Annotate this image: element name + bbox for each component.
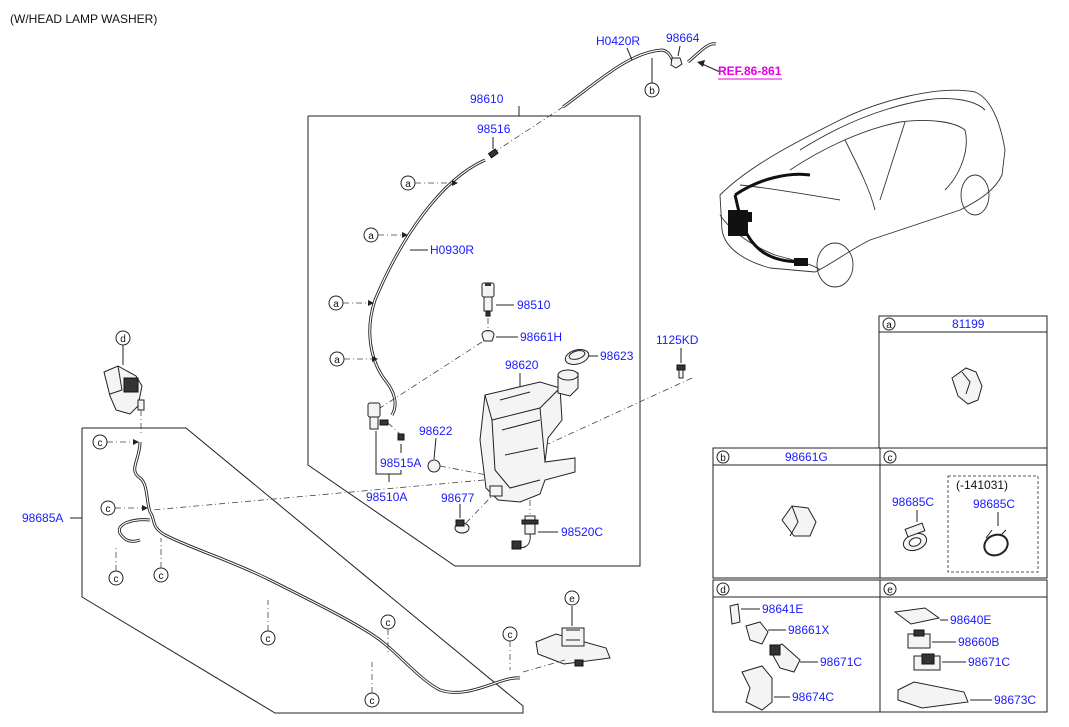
legend-box-b: b 98661G <box>712 447 881 579</box>
label-98685A[interactable]: 98685A <box>22 511 63 525</box>
label-98520C[interactable]: 98520C <box>561 525 603 539</box>
legend-box-e: e 98640E 98660B 98671C 98673C <box>879 579 1048 713</box>
legend-c-part-1[interactable]: 98685C <box>892 495 934 509</box>
tank-group-frame <box>307 115 641 567</box>
grommet-98515A <box>397 433 405 441</box>
hose-h0930r <box>368 158 486 416</box>
svg-text:c: c <box>266 634 271 645</box>
callout-a-2: a <box>363 227 408 243</box>
hose-98685A <box>133 441 521 694</box>
legend-box-c: c 98685C (-141031) 98685C <box>879 447 1048 579</box>
sensor-98520C <box>511 515 539 550</box>
legend-c-note: (-141031) <box>956 478 1008 492</box>
svg-text:b: b <box>649 86 655 97</box>
svg-text:a: a <box>368 231 374 242</box>
legend-e-part-4[interactable]: 98673C <box>994 693 1036 707</box>
callout-d <box>115 330 131 346</box>
callout-c-4: c <box>153 538 169 583</box>
callout-c-3: c <box>108 545 124 586</box>
svg-text:c: c <box>508 630 513 641</box>
legend-c-part-2[interactable]: 98685C <box>973 497 1015 511</box>
hose-h0420r <box>562 48 676 109</box>
label-98620[interactable]: 98620 <box>505 358 539 372</box>
pump-98510A <box>367 402 389 430</box>
svg-text:c: c <box>370 696 375 707</box>
cap-98623 <box>564 349 590 365</box>
vehicle-washer-highlight <box>728 172 811 266</box>
svg-text:c: c <box>386 618 391 629</box>
bolt-1125KD <box>676 364 686 379</box>
plug-98622 <box>427 459 441 473</box>
label-98515A[interactable]: 98515A <box>380 456 421 470</box>
legend-d-part-1[interactable]: 98641E <box>762 602 803 616</box>
callout-a-4: a <box>329 351 378 367</box>
svg-text:c: c <box>106 504 111 515</box>
svg-text:e: e <box>569 594 575 605</box>
svg-text:e: e <box>887 585 893 596</box>
svg-text:c: c <box>98 438 103 449</box>
label-H0420R[interactable]: H0420R <box>596 34 640 48</box>
vehicle-illustration <box>719 89 1006 288</box>
legend-b-part[interactable]: 98661G <box>785 450 828 464</box>
svg-text:a: a <box>334 355 340 366</box>
legend-a-part[interactable]: 81199 <box>952 317 985 331</box>
label-98510[interactable]: 98510 <box>517 298 551 312</box>
legend-e-part-3[interactable]: 98671C <box>968 655 1010 669</box>
callout-c-1: c <box>92 434 139 450</box>
label-98516[interactable]: 98516 <box>477 122 511 136</box>
label-98510A[interactable]: 98510A <box>366 490 407 504</box>
svg-text:b: b <box>720 453 726 464</box>
svg-text:a: a <box>333 299 339 310</box>
label-98661H[interactable]: 98661H <box>520 330 562 344</box>
ref-link[interactable]: REF.86-861 <box>718 64 782 78</box>
legend-box-d: d 98641E 98661X 98671C 98674C <box>712 579 881 713</box>
label-98677[interactable]: 98677 <box>441 491 475 505</box>
callout-a-1: a <box>400 175 458 191</box>
svg-text:d: d <box>720 585 726 596</box>
reservoir-98620 <box>479 369 579 503</box>
connector-98664 <box>670 57 683 69</box>
svg-text:a: a <box>886 320 892 331</box>
grommet-98661H <box>481 330 495 342</box>
joint-98516 <box>487 148 499 159</box>
callout-a-3: a <box>328 295 374 311</box>
legend-e-part-2[interactable]: 98660B <box>958 635 999 649</box>
label-98664[interactable]: 98664 <box>666 31 700 45</box>
hose-group-frame <box>81 427 524 714</box>
label-H0930R[interactable]: H0930R <box>430 243 474 257</box>
legend-d-part-2[interactable]: 98661X <box>788 623 829 637</box>
nozzle-d <box>103 365 145 415</box>
clip-98677 <box>454 519 470 534</box>
svg-text:c: c <box>888 453 893 464</box>
callout-c-5: c <box>260 600 276 646</box>
nozzle-e <box>535 627 611 667</box>
callout-e <box>564 590 580 606</box>
callout-c-8: c <box>502 626 518 670</box>
callout-c-6: c <box>380 614 396 652</box>
legend-d-part-4[interactable]: 98674C <box>792 690 834 704</box>
label-98610[interactable]: 98610 <box>470 92 504 106</box>
callout-b <box>644 82 660 98</box>
label-98622[interactable]: 98622 <box>419 424 453 438</box>
diagram-title: (W/HEAD LAMP WASHER) <box>10 12 157 26</box>
label-98623[interactable]: 98623 <box>600 349 634 363</box>
pump-98510 <box>481 282 495 317</box>
svg-text:c: c <box>159 571 164 582</box>
callout-c-7: c <box>364 662 380 708</box>
legend-e-part-1[interactable]: 98640E <box>950 613 991 627</box>
svg-text:a: a <box>405 179 411 190</box>
label-1125KD[interactable]: 1125KD <box>656 333 699 347</box>
callout-c-2: c <box>100 500 148 516</box>
svg-text:c: c <box>114 574 119 585</box>
legend-d-part-3[interactable]: 98671C <box>820 655 862 669</box>
legend-box-a: a 81199 <box>878 315 1048 449</box>
svg-text:d: d <box>120 334 126 345</box>
